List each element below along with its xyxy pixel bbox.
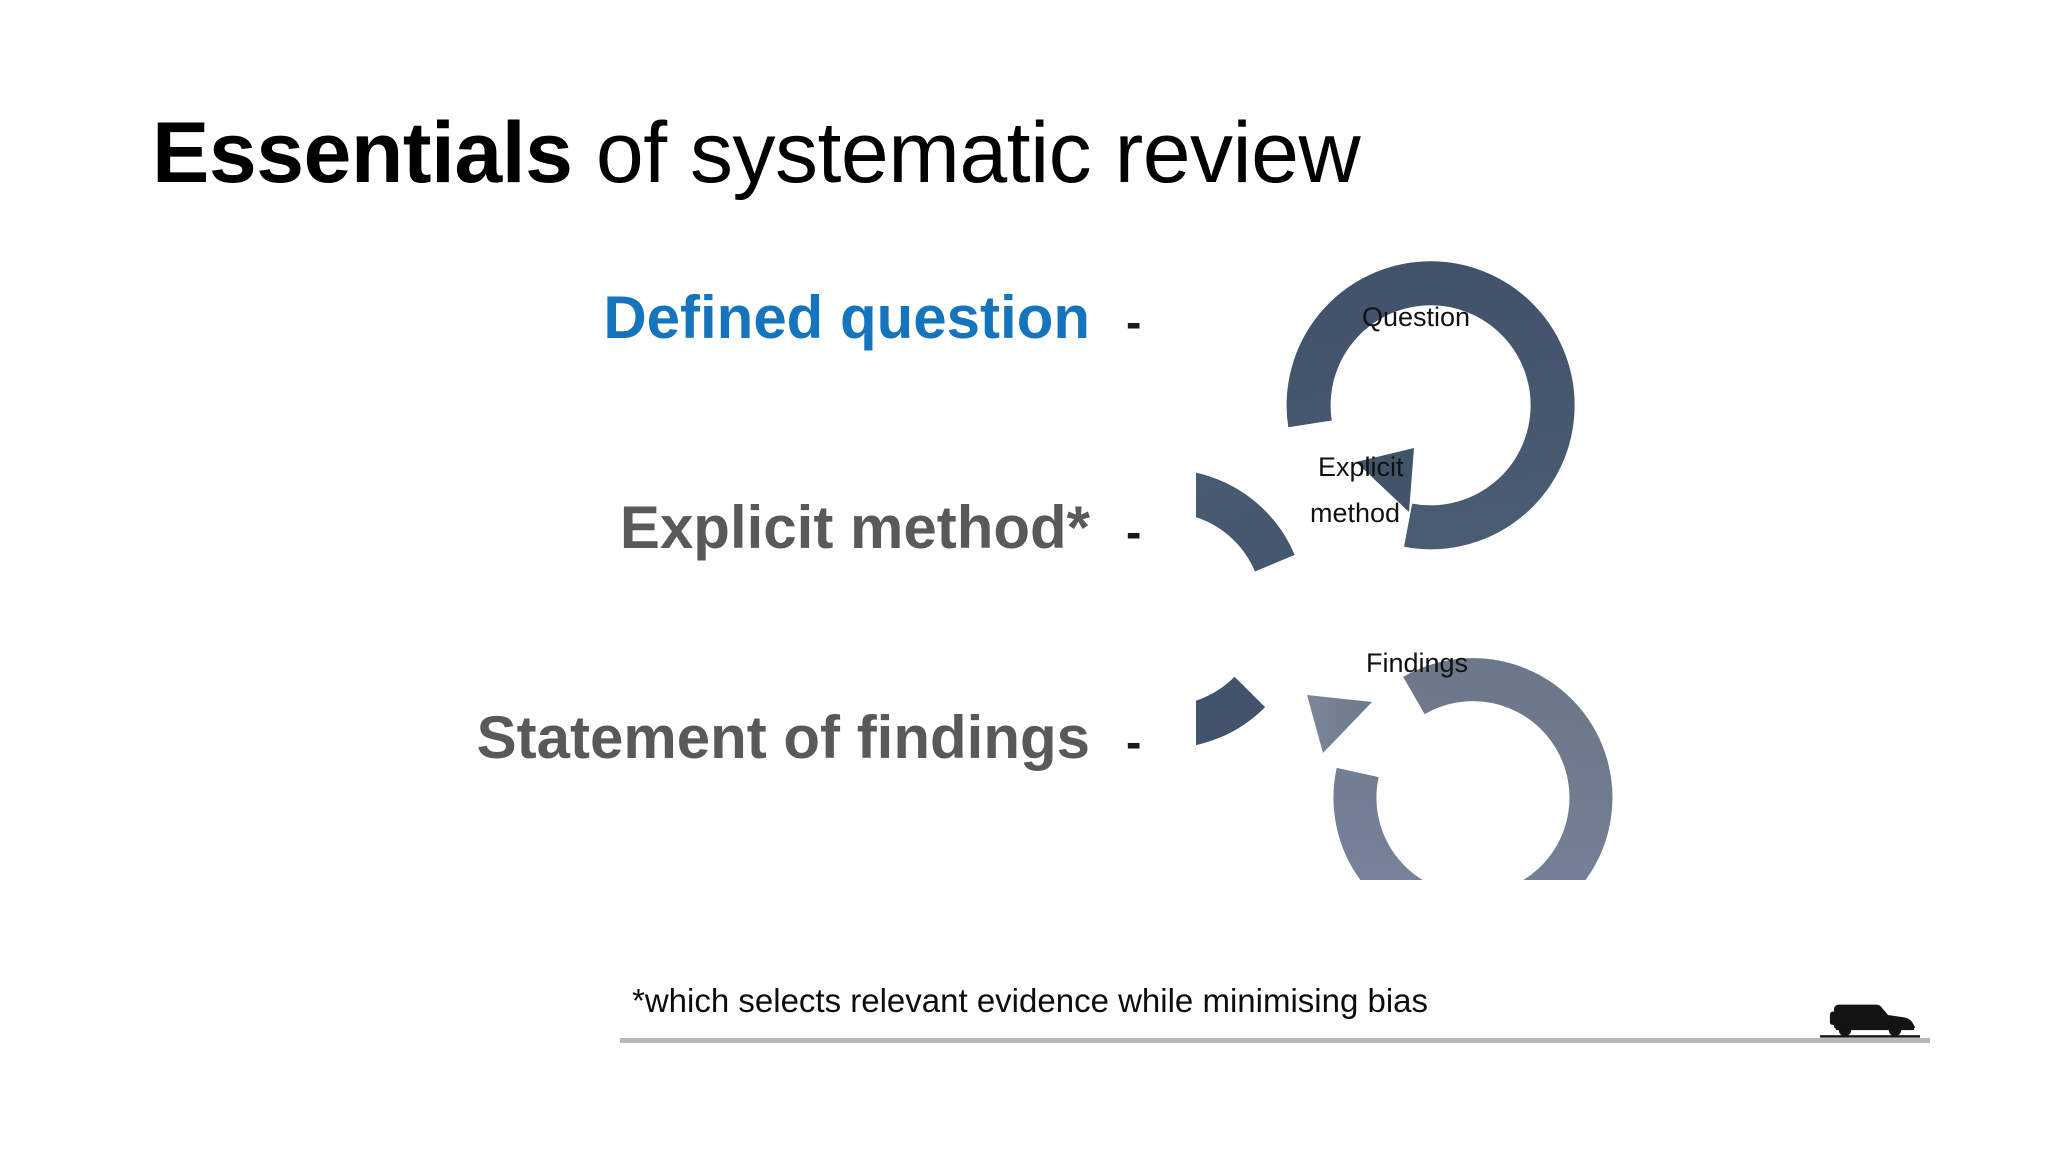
cycle-ring-explicit-method [1196, 469, 1372, 753]
list-item-dash: - [1126, 716, 1142, 768]
cycle-label-question: Question [1362, 302, 1470, 332]
list-item-label: Statement of findings [476, 704, 1090, 771]
cycle-diagram: Question Explicit method Findings [1196, 240, 1716, 880]
list-item-defined-question: Defined question - [603, 288, 1160, 348]
cycle-ring-question [1286, 261, 1575, 550]
cycle-label-explicit-method-line1: Explicit [1318, 452, 1404, 482]
cycle-label-findings: Findings [1366, 648, 1468, 678]
list-item-explicit-method: Explicit method* - [620, 498, 1160, 558]
list-item-label: Defined question [603, 284, 1090, 351]
list-item-label: Explicit method* [619, 494, 1090, 561]
page-title-strong: Essentials [152, 105, 573, 201]
suv-vehicle-icon [1818, 994, 1922, 1040]
footer-divider [620, 1038, 1930, 1043]
page-title: Essentials of systematic review [152, 105, 1361, 201]
page-title-rest: of systematic review [572, 105, 1361, 201]
list-item-dash: - [1126, 506, 1142, 558]
list-item-dash: - [1126, 296, 1142, 348]
cycle-label-explicit-method-line2: method [1310, 498, 1400, 528]
cycle-ring-findings [1333, 658, 1613, 880]
footnote-text: *which selects relevant evidence while m… [632, 982, 1429, 1019]
list-item-statement-of-findings: Statement of findings - [477, 708, 1160, 768]
